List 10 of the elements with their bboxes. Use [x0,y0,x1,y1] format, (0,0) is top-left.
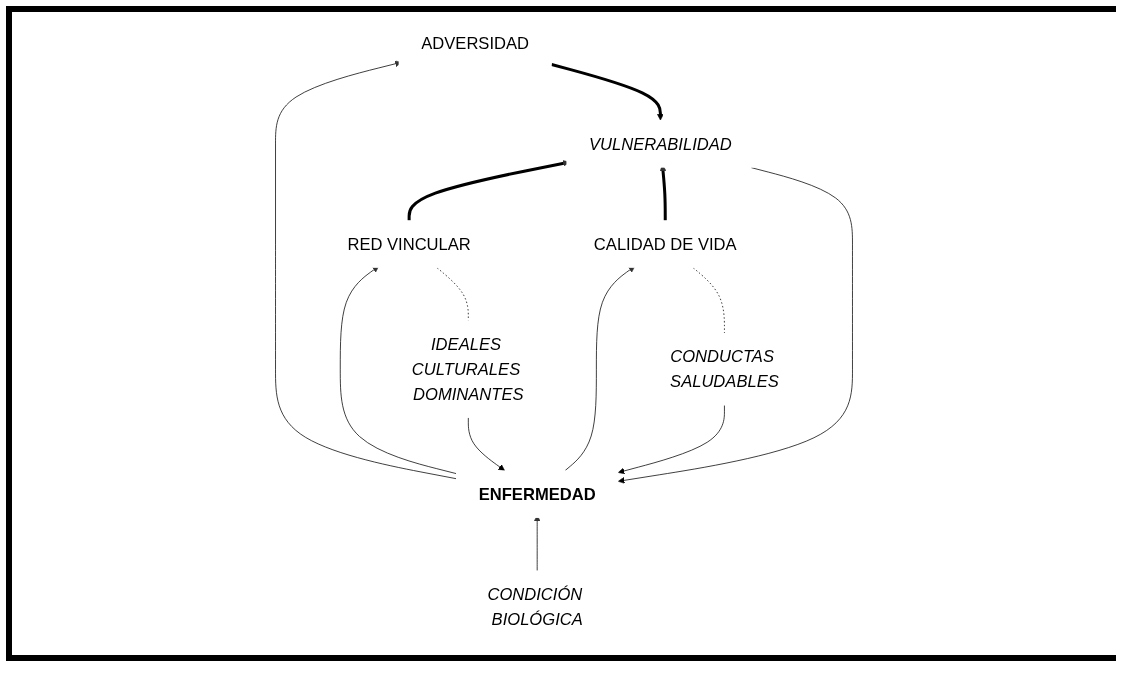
node-text: RED VINCULAR [347,234,471,254]
node-text: IDEALES CULTURALES DOMINANTES [411,334,524,404]
node-text: ADVERSIDAD [421,34,530,54]
node-text: CONDICIÓN BIOLÓGICA [487,584,583,629]
connector [692,267,725,334]
arrow [551,62,664,121]
node-text: CALIDAD DE VIDA [593,234,737,254]
node-text: ENFERMEDAD [478,484,596,504]
node-text: CONDUCTAS SALUDABLES [670,347,779,392]
node-text: VULNERABILIDAD [589,134,732,154]
